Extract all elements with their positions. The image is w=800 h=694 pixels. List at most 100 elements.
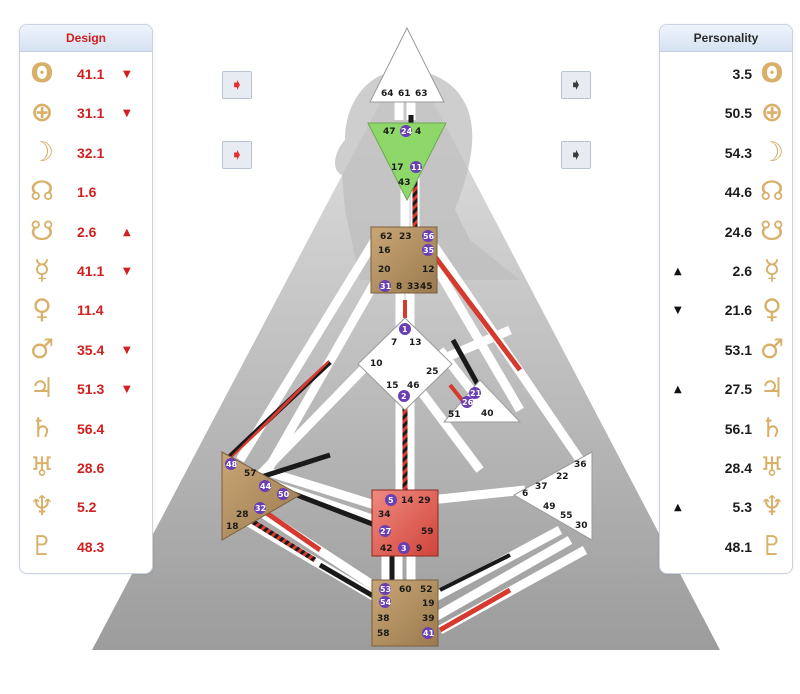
design-value: 51.3	[77, 381, 105, 398]
design-value: 35.4	[77, 341, 105, 358]
design-row: ☽32.1	[20, 134, 152, 173]
svg-text:34: 34	[378, 510, 391, 520]
mercury-icon: ☿	[33, 254, 51, 286]
head-center	[369, 26, 445, 103]
svg-text:45: 45	[420, 282, 433, 292]
svg-text:9: 9	[416, 544, 422, 554]
earth-icon: ⊕	[760, 97, 784, 129]
svg-text:35: 35	[423, 246, 435, 255]
svg-text:40: 40	[481, 409, 494, 419]
marker-icon: ▲	[674, 384, 682, 396]
jupiter-icon: ♃	[29, 373, 55, 405]
svg-text:60: 60	[399, 585, 412, 595]
personality-row: ♄ 56.1	[660, 410, 792, 449]
svg-text:41: 41	[423, 629, 435, 638]
personality-value: 48.1	[724, 538, 752, 555]
design-value: 32.1	[77, 144, 105, 161]
design-top-arrow-button[interactable]: ➧	[222, 71, 252, 99]
svg-text:58: 58	[377, 629, 390, 639]
svg-text:46: 46	[407, 381, 420, 391]
svg-text:53: 53	[380, 585, 391, 594]
svg-text:44: 44	[260, 482, 272, 491]
personality-top-arrow-button[interactable]: ➧	[561, 71, 591, 99]
saturn-icon: ♄	[759, 412, 785, 444]
svg-text:28: 28	[236, 510, 249, 520]
svg-text:11: 11	[411, 163, 423, 172]
svg-text:52: 52	[420, 585, 433, 595]
design-row: ♄56.4	[20, 410, 152, 449]
svg-text:42: 42	[380, 544, 393, 554]
personality-value: 5.3	[732, 499, 752, 516]
svg-text:63: 63	[415, 89, 428, 99]
design-row: ♅28.6	[20, 449, 152, 488]
svg-text:37: 37	[535, 482, 548, 492]
svg-text:23: 23	[399, 232, 412, 242]
svg-text:51: 51	[448, 410, 461, 420]
svg-text:24: 24	[401, 127, 413, 136]
design-value: 11.4	[77, 302, 104, 319]
svg-text:3: 3	[401, 544, 407, 553]
marker-icon: ▲	[123, 226, 131, 238]
design-row: ♃ 51.3 ▼	[20, 370, 152, 409]
svg-text:10: 10	[370, 359, 383, 369]
svg-text:55: 55	[560, 511, 573, 521]
sun-icon: ʘ	[30, 58, 54, 89]
mercury-icon: ☿	[763, 254, 781, 286]
svg-text:39: 39	[422, 614, 435, 624]
personality-row: ⊕ 50.5	[660, 94, 792, 133]
svg-text:33: 33	[407, 282, 420, 292]
design-row: ♂35.4▼	[20, 331, 152, 370]
svg-text:36: 36	[574, 460, 587, 470]
north-node-icon: ☊	[760, 176, 784, 208]
personality-row: ♀21.6▼	[660, 291, 792, 330]
svg-text:22: 22	[556, 472, 569, 482]
g-center	[357, 317, 453, 411]
svg-text:2: 2	[401, 392, 407, 401]
svg-text:56: 56	[423, 232, 435, 241]
marker-icon: ▼	[123, 265, 131, 277]
svg-text:15: 15	[386, 381, 399, 391]
marker-icon: ▼	[123, 69, 131, 80]
mars-icon: ♂	[759, 333, 785, 365]
personality-row: ☿2.6▲	[660, 252, 792, 291]
earth-icon: ⊕	[30, 97, 54, 129]
personality-row: ♆5.3▲	[660, 488, 792, 527]
svg-text:14: 14	[401, 496, 414, 506]
personality-value: 56.1	[724, 420, 752, 437]
design-row: ʘ 41.1 ▼	[20, 55, 152, 94]
svg-text:16: 16	[378, 246, 391, 256]
design-row: ♀11.4	[20, 291, 152, 330]
svg-text:25: 25	[426, 367, 439, 377]
svg-text:30: 30	[575, 521, 588, 531]
marker-icon: ▲	[674, 265, 682, 277]
personality-row: ☽54.3	[660, 134, 792, 173]
pluto-icon: ♇	[759, 530, 785, 562]
sun-icon: ʘ	[760, 58, 784, 89]
svg-text:31: 31	[380, 282, 392, 291]
personality-bottom-arrow-button[interactable]: ➧	[561, 141, 591, 169]
jupiter-icon: ♃	[759, 373, 785, 405]
marker-icon: ▼	[674, 305, 682, 317]
personality-value: 3.5	[732, 66, 752, 82]
svg-text:13: 13	[409, 338, 422, 348]
personality-value: 28.4	[724, 459, 752, 476]
marker-icon: ▼	[123, 384, 131, 396]
svg-text:47: 47	[383, 127, 396, 137]
north-node-icon: ☊	[30, 176, 54, 208]
design-bottom-arrow-button[interactable]: ➧	[222, 141, 252, 169]
svg-text:12: 12	[422, 265, 435, 275]
marker-icon: ▼	[123, 344, 131, 356]
svg-text:21: 21	[470, 389, 482, 398]
design-row: ⊕31.1▼	[20, 94, 152, 133]
design-value: 41.1	[77, 66, 105, 82]
svg-text:61: 61	[398, 89, 411, 99]
personality-value: 50.5	[724, 105, 752, 122]
personality-row: ☋24.6	[660, 213, 792, 252]
design-value: 5.2	[77, 499, 97, 516]
personality-value: 54.3	[724, 144, 752, 161]
personality-row: ☊44.6	[660, 173, 792, 212]
svg-text:8: 8	[396, 282, 402, 292]
ajna-center	[367, 122, 447, 202]
south-node-icon: ☋	[760, 215, 784, 247]
